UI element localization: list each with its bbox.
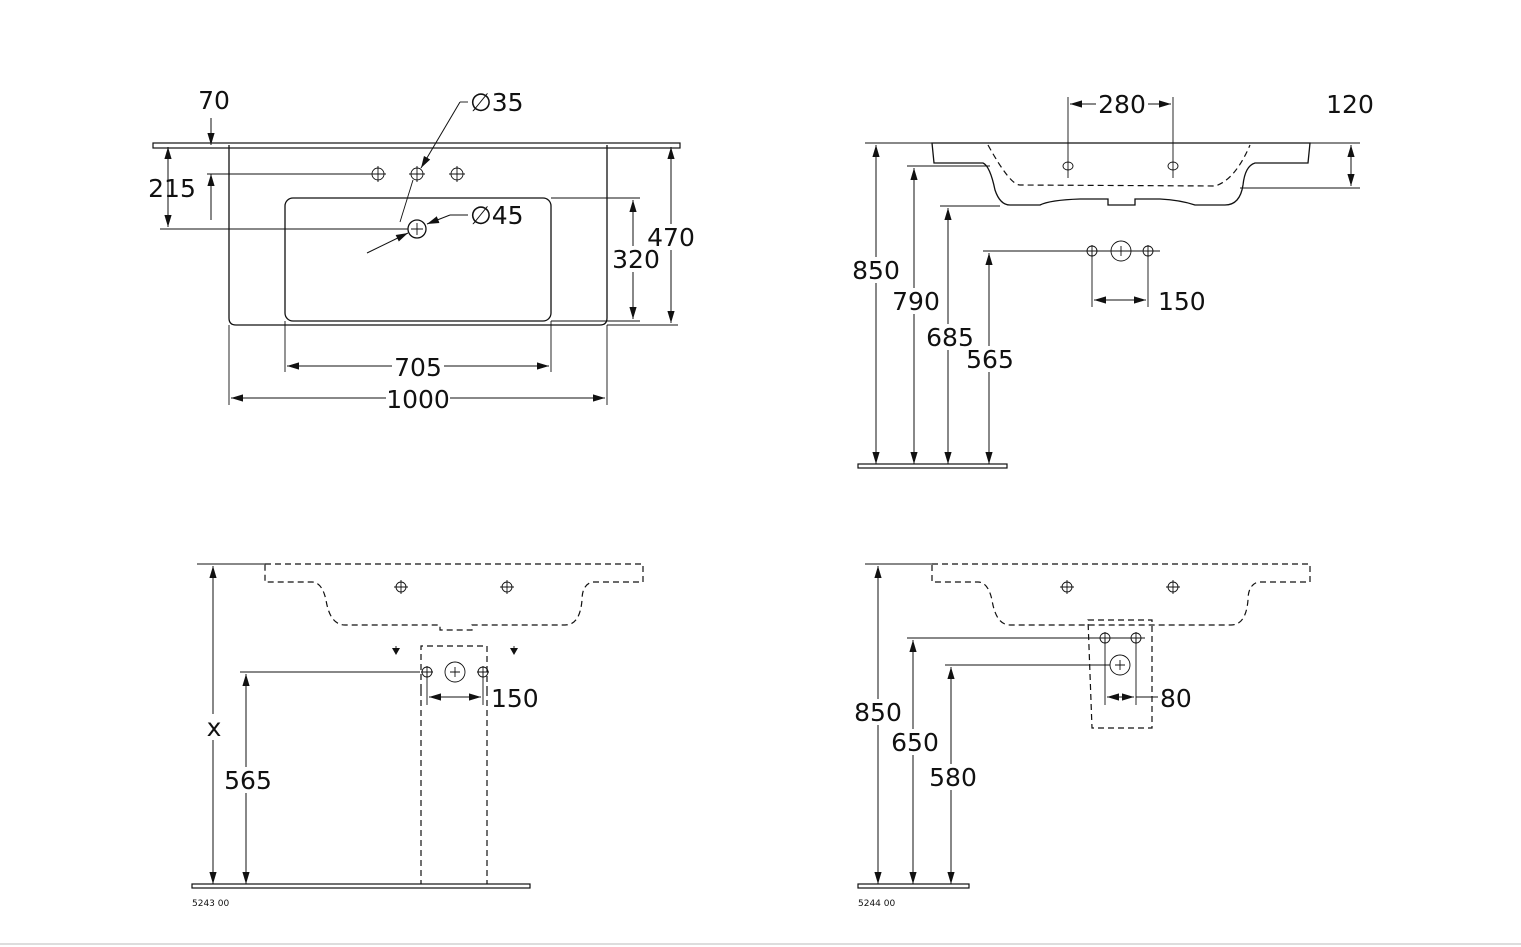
basin-hidden-outline [931,563,1311,626]
basin-profile [931,142,1311,206]
dim-drain-label: ∅45 [470,201,524,230]
dim-850-label: 850 [852,256,900,285]
drain-hole [407,219,427,239]
down-arrow-icon [392,648,518,655]
dim-280-label: 280 [1098,90,1146,119]
article-code: 5243 00 [192,899,229,909]
dim-tap-hole-label: ∅35 [470,88,524,117]
bowl-outline [284,197,552,322]
bowl-hidden-line [987,144,1251,187]
dim-150-label: 150 [491,684,539,713]
supply-connectors [1086,240,1154,262]
front-view-5244: 850 650 580 80 5244 00 [854,563,1311,909]
front-view-5243: x 565 150 5243 00 [191,563,644,909]
dim-70-label: 70 [198,86,230,115]
dim-705-label: 705 [394,353,442,382]
siphon-cover-hidden-outline [1087,619,1153,729]
basin-hidden-outline [264,563,644,631]
dim-150-label: 150 [1158,287,1206,316]
floor-line [857,463,1008,469]
tap-holes [370,166,465,182]
dim-850-label: 850 [854,698,902,727]
dim-565-label: 565 [224,766,272,795]
dim-215-label: 215 [148,174,196,203]
dim-1000-label: 1000 [386,385,450,414]
article-code: 5244 00 [858,899,895,909]
dim-650-label: 650 [891,728,939,757]
dim-790-label: 790 [892,287,940,316]
wall-line [152,142,681,149]
side-view: 280 120 850 790 685 565 150 [852,90,1374,469]
top-view: 70 ∅35 215 ∅45 470 320 705 1000 [148,86,695,414]
pedestal-hidden-outline [420,645,488,886]
dim-80-label: 80 [1160,684,1192,713]
floor-line [191,883,531,889]
floor-line [857,883,970,889]
dim-120-label: 120 [1326,90,1374,119]
dim-685-label: 685 [926,323,974,352]
basin-outline [228,145,608,326]
dim-x-label: x [207,713,222,742]
dim-565-label: 565 [966,345,1014,374]
dim-320-label: 320 [612,245,660,274]
dim-580-label: 580 [929,763,977,792]
